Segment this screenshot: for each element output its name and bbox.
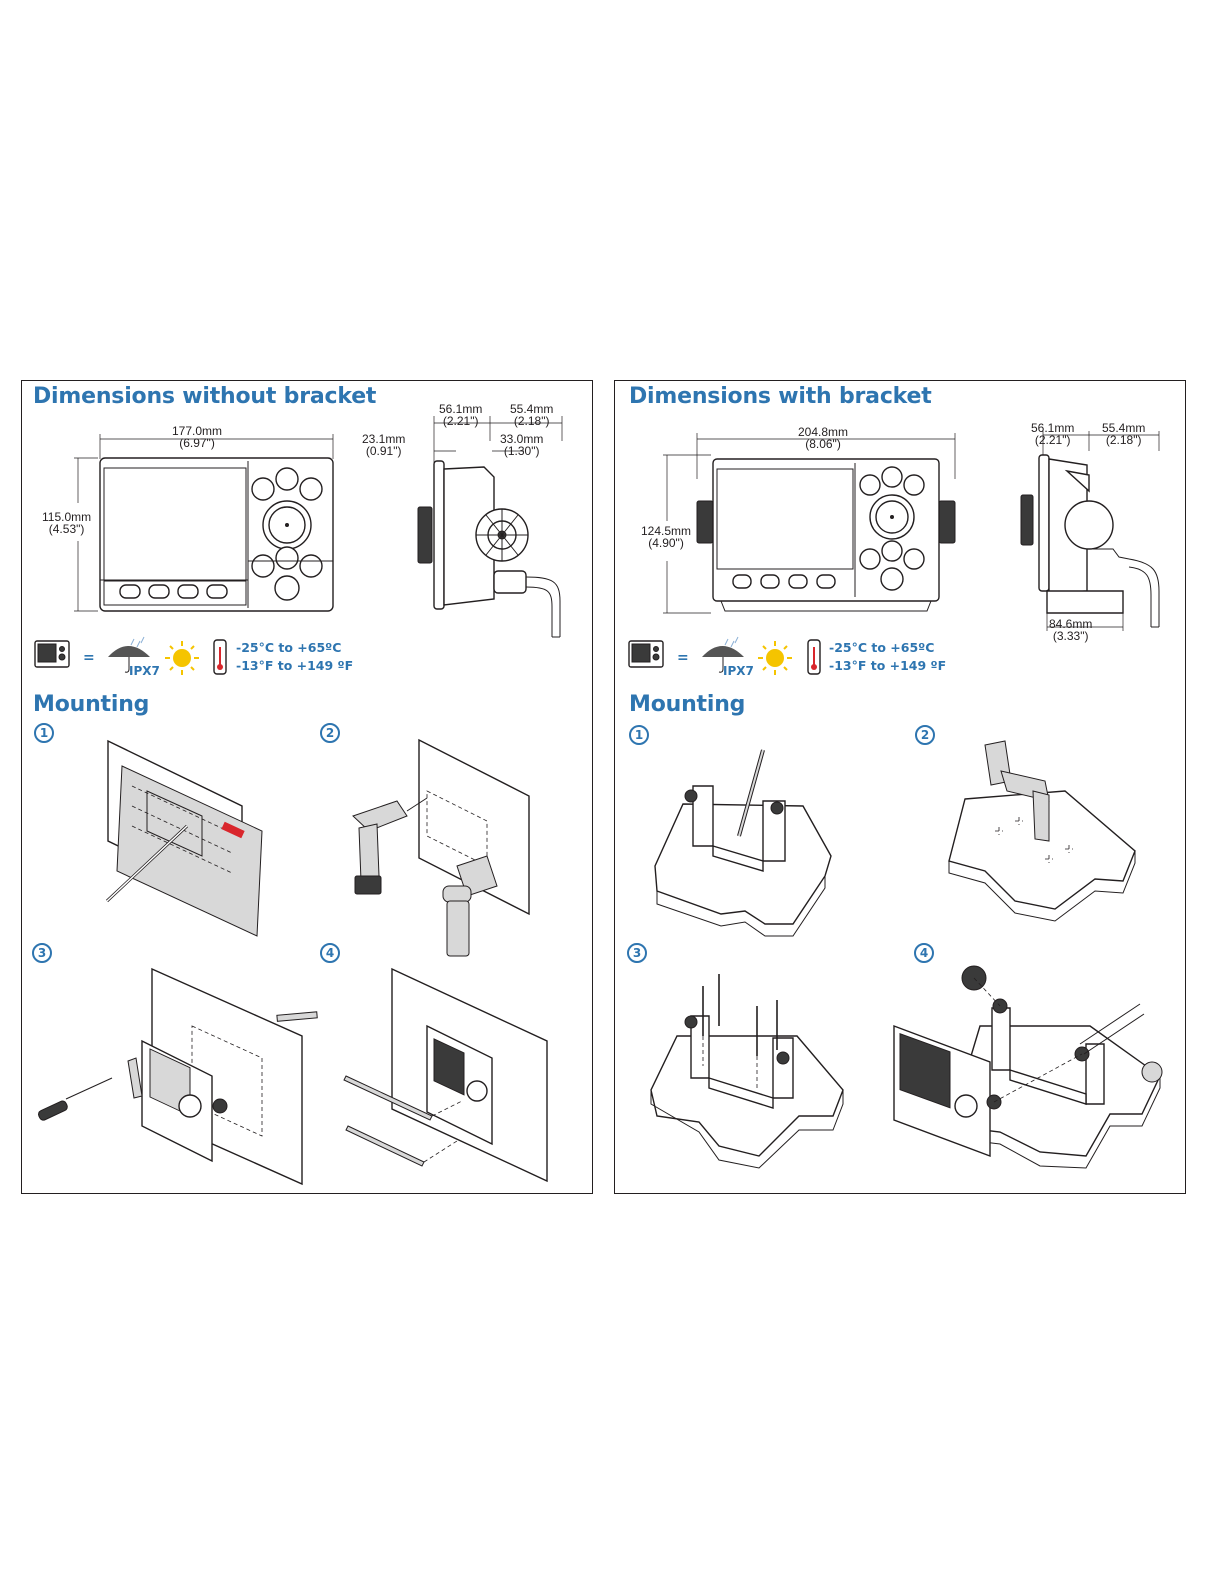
temp-celsius: -25°C to +65ºC	[829, 640, 935, 655]
step-2-badge: 2	[915, 725, 935, 745]
panel-without-bracket: Dimensions without bracket 177.0mm(6.97"…	[21, 380, 593, 1194]
dim-depth-1: 56.1mm(2.21")	[439, 403, 482, 427]
drill-icon	[984, 740, 1050, 842]
dim-depth2-mm: 55.4mm	[510, 402, 554, 416]
dim-depth1-mm: 56.1mm	[1031, 421, 1075, 435]
dim-height: 115.0mm(4.53")	[42, 511, 91, 535]
dim-base: 84.6mm(3.33")	[1049, 618, 1092, 642]
dim-rear: 33.0mm(1.30")	[500, 433, 543, 457]
ipx-rating: IPX7	[129, 664, 160, 678]
equals-sign: =	[677, 650, 689, 666]
front-view-drawing	[74, 434, 334, 612]
section-title-dimensions: Dimensions with bracket	[629, 384, 932, 409]
dim-base-mm: 84.6mm	[1049, 617, 1093, 631]
dim-height-in: (4.90")	[648, 536, 684, 550]
dim-front: 23.1mm(0.91")	[362, 433, 405, 457]
dim-height-mm: 115.0mm	[42, 510, 92, 524]
section-title-dimensions: Dimensions without bracket	[33, 384, 377, 409]
umbrella-rain-icon	[108, 636, 150, 673]
side-view-drawing	[417, 416, 563, 638]
sun-icon	[165, 641, 199, 675]
temp-fahrenheit: -13°F to +149 ºF	[236, 658, 354, 673]
dim-width-in: (8.06")	[805, 437, 841, 451]
device-icon	[628, 640, 664, 668]
step-3-illustration	[38, 967, 318, 1186]
step-1-illustration	[105, 739, 263, 937]
dim-height-mm: 124.5mm	[641, 524, 692, 538]
dim-height-in: (4.53")	[48, 522, 85, 536]
front-view-bracket-drawing	[663, 433, 956, 614]
dim-depth1-in: (2.21")	[442, 414, 479, 428]
dim-depth2-in: (2.18")	[513, 414, 550, 428]
pen-icon	[737, 749, 765, 837]
dim-depth2-in: (2.18")	[1105, 433, 1142, 447]
screwdriver-icon	[38, 1077, 113, 1121]
dim-depth1-mm: 56.1mm	[439, 402, 483, 416]
step-4-illustration	[343, 967, 548, 1183]
dim-front-mm: 23.1mm	[362, 432, 406, 446]
temp-fahrenheit: -13°F to +149 ºF	[829, 658, 947, 673]
step-4-badge: 4	[320, 943, 340, 963]
step-3-badge: 3	[32, 943, 52, 963]
umbrella-rain-icon	[702, 636, 744, 673]
temp-celsius: -25°C to +65ºC	[236, 640, 342, 655]
dim-width-mm: 204.8mm	[798, 425, 849, 439]
ipx-rating: IPX7	[723, 664, 754, 678]
step-4-badge: 4	[914, 943, 934, 963]
dim-width: 177.0mm(6.97")	[172, 425, 222, 449]
side-view-bracket-drawing	[1020, 431, 1160, 631]
panel-with-bracket: Dimensions with bracket 204.8mm(8.06") 1…	[614, 380, 1186, 1194]
dim-width: 204.8mm(8.06")	[798, 426, 848, 450]
dim-depth-1: 56.1mm(2.21")	[1031, 422, 1074, 446]
step-1-badge: 1	[34, 723, 54, 743]
section-title-mounting: Mounting	[629, 692, 746, 717]
dim-width-in: (6.97")	[179, 436, 215, 450]
step-3-illustration	[650, 974, 844, 1169]
sun-icon	[758, 641, 792, 675]
equals-sign: =	[83, 650, 95, 666]
section-title-mounting: Mounting	[33, 692, 150, 717]
step-1-illustration	[654, 749, 832, 937]
dim-front-in: (0.91")	[365, 444, 402, 458]
dim-width-mm: 177.0mm	[172, 424, 223, 438]
dim-depth1-in: (2.21")	[1034, 433, 1071, 447]
dim-depth2-mm: 55.4mm	[1102, 421, 1146, 435]
dim-height: 124.5mm(4.90")	[641, 525, 691, 549]
dim-rear-mm: 33.0mm	[500, 432, 544, 446]
dim-base-in: (3.33")	[1052, 629, 1089, 643]
device-icon	[34, 640, 70, 668]
thermometer-icon	[807, 639, 821, 675]
step-1-badge: 1	[629, 725, 649, 745]
thermometer-icon	[213, 639, 227, 675]
temp-range: -25°C to +65ºC -13°F to +149 ºF	[829, 639, 946, 675]
dim-rear-in: (1.30")	[503, 444, 540, 458]
drill-icon	[352, 797, 428, 895]
dim-depth-2: 55.4mm(2.18")	[510, 403, 553, 427]
step-4-illustration	[893, 965, 1163, 1169]
temp-range: -25°C to +65ºC -13°F to +149 ºF	[236, 639, 353, 675]
step-2-badge: 2	[320, 723, 340, 743]
step-2-illustration	[352, 738, 530, 957]
step-3-badge: 3	[627, 943, 647, 963]
step-2-illustration	[948, 740, 1136, 922]
dim-depth-2: 55.4mm(2.18")	[1102, 422, 1145, 446]
